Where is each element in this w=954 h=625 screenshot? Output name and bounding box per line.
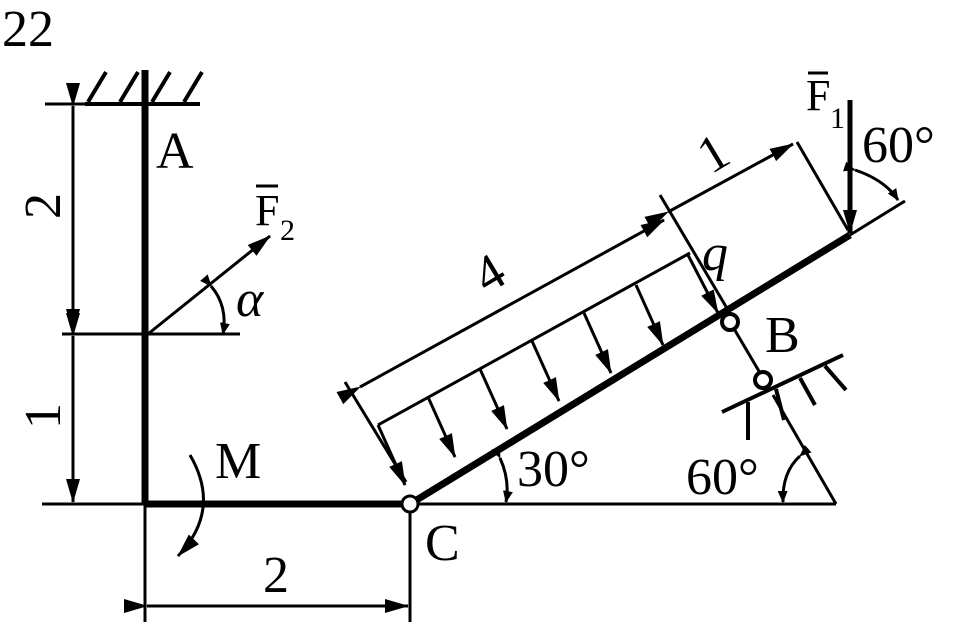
alpha-arc	[200, 274, 230, 335]
dimension-label-vertical-2: 2	[15, 193, 72, 219]
beam-extension-line	[849, 199, 906, 237]
dimension-4	[336, 218, 665, 405]
hinge-c	[400, 494, 420, 514]
dimension-label-1: 1	[688, 123, 740, 185]
angle-30-arc	[490, 445, 513, 503]
dimension-4-extension-left	[343, 381, 408, 483]
support-link	[728, 321, 765, 379]
force-f2-subscript: 2	[280, 214, 295, 247]
dimension-1-extension	[795, 141, 850, 231]
dimension-1	[644, 142, 794, 230]
hinge-b-lower	[753, 370, 773, 390]
extension-lines	[42, 102, 836, 622]
force-f1-subscript: 1	[830, 102, 845, 135]
moment-arrow	[176, 454, 205, 558]
alpha-label: α	[236, 271, 265, 328]
dimension-label-4: 4	[464, 243, 516, 305]
force-f2-label: F	[255, 186, 279, 235]
label-point-c: C	[425, 515, 460, 572]
dimension-label-horizontal-2: 2	[263, 547, 289, 604]
problem-number: 22	[2, 1, 54, 58]
angle-f1-label: 60°	[862, 117, 935, 174]
angle-30-label: 30°	[517, 441, 590, 498]
dimension-label-vertical-1: 1	[15, 403, 72, 429]
inclined-support	[721, 353, 848, 440]
angle-support-arc	[777, 444, 812, 503]
label-point-a: A	[156, 123, 194, 180]
angle-f1-arc	[842, 161, 900, 201]
label-point-b: B	[765, 307, 800, 364]
force-f1-label: F	[806, 71, 830, 120]
hinge-b-upper	[720, 312, 740, 332]
moment-label: M	[215, 433, 261, 490]
angle-support-label: 60°	[686, 449, 759, 506]
